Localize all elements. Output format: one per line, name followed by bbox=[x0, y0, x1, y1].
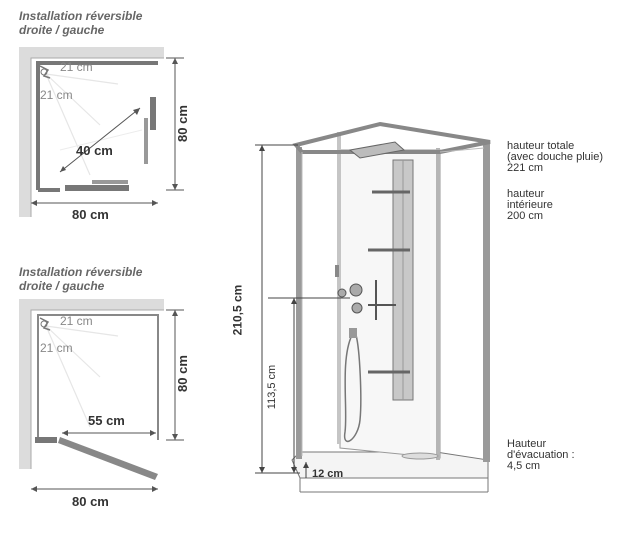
note-total-height-line2: (avec douche pluie) bbox=[507, 151, 604, 163]
plan-bottom-width: 80 cm bbox=[72, 494, 109, 509]
plan-bottom-walls bbox=[19, 299, 164, 480]
plan-top-angle-label-b: 21 cm bbox=[40, 88, 73, 102]
plan-top-depth: 80 cm bbox=[174, 105, 190, 142]
cabin-dimensions bbox=[255, 144, 350, 478]
cabin-overall-height: 210,5 cm bbox=[230, 284, 245, 336]
note-inner-height-line1: hauteur bbox=[507, 188, 545, 200]
note-inner-height-line3: 200 cm bbox=[507, 210, 544, 222]
plan-bottom-depth: 80 cm bbox=[174, 355, 190, 392]
plan-bottom-caption-line1: Installation réversible bbox=[19, 265, 143, 279]
plan-bottom-caption: Installation réversible droite / gauche bbox=[19, 265, 142, 293]
plan-top-walls bbox=[19, 47, 164, 217]
plan-bottom-door-width: 55 cm bbox=[88, 413, 125, 428]
note-total-height: hauteur totale (avec douche pluie) 221 c… bbox=[507, 141, 603, 174]
note-inner-height: hauteur intérieure 200 cm bbox=[507, 189, 553, 222]
plan-top-caption: Installation réversible droite / gauche bbox=[19, 9, 142, 37]
plan-top-caption-line2: droite / gauche bbox=[19, 23, 105, 37]
plan-top-door-width: 40 cm bbox=[76, 143, 113, 158]
note-drain-height-line2: d'évacuation : bbox=[507, 449, 575, 461]
note-drain-height-line1: Hauteur bbox=[507, 438, 547, 450]
cabin-mixer-height: 113,5 cm bbox=[266, 364, 279, 410]
note-total-height-line1: hauteur totale bbox=[507, 140, 575, 152]
note-total-height-line3: 221 cm bbox=[507, 162, 544, 174]
plan-top-caption-line1: Installation réversible bbox=[19, 9, 143, 23]
plan-bottom-angle-label-a: 21 cm bbox=[60, 314, 93, 328]
plan-top-angle-label-a: 21 cm bbox=[60, 60, 93, 74]
plan-top-width: 80 cm bbox=[72, 207, 109, 222]
shower-cabin-drawing bbox=[291, 121, 491, 493]
plan-bottom-angle-label-b: 21 cm bbox=[40, 341, 73, 355]
plan-bottom-dimensions bbox=[31, 309, 184, 492]
note-drain-height-line3: 4,5 cm bbox=[507, 460, 541, 472]
plan-top-dimensions bbox=[31, 57, 184, 206]
note-drain-height: Hauteur d'évacuation : 4,5 cm bbox=[507, 439, 575, 472]
note-inner-height-line2: intérieure bbox=[507, 199, 553, 211]
plan-bottom-caption-line2: droite / gauche bbox=[19, 279, 105, 293]
cabin-tray-height: 12 cm bbox=[312, 468, 344, 480]
